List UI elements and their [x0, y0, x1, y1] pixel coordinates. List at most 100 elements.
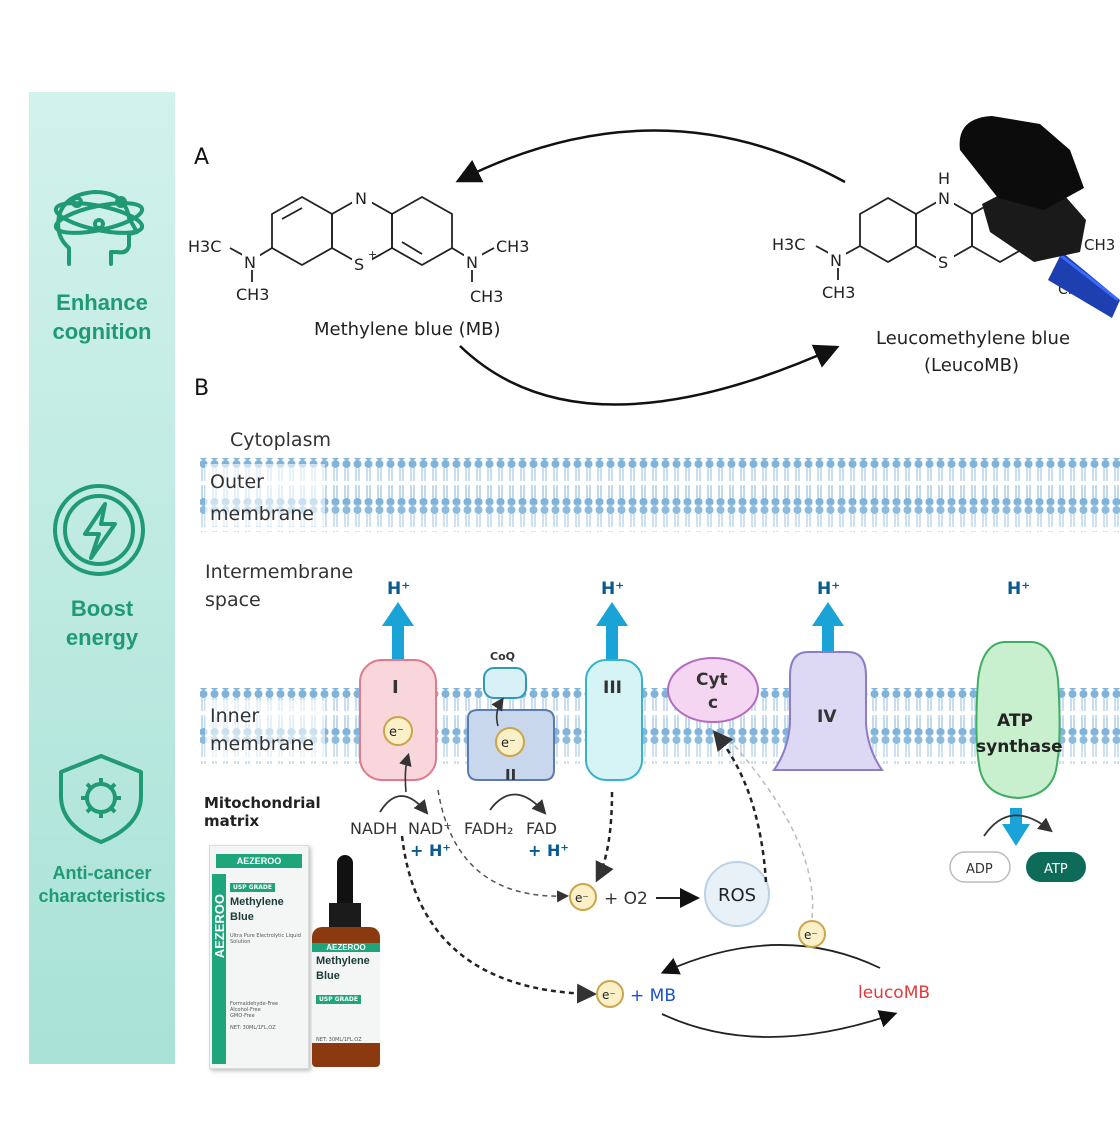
atp-synthase-label-2: synthase: [976, 737, 1063, 757]
hplus-label-iii: H⁺: [601, 579, 624, 599]
mb-name: Methylene blue (MB): [314, 319, 501, 340]
electron-i-label: e⁻: [389, 725, 404, 740]
box-claim-1: Formaldehyde-Free: [230, 1001, 279, 1007]
nad-plus-h: + H⁺: [410, 841, 451, 860]
box-name-1: Methylene: [230, 896, 284, 908]
leuco-h-atom: H: [938, 169, 950, 188]
box-volume: NET: 30ML/1FL.OZ: [230, 1025, 276, 1031]
electron-i: [383, 716, 413, 746]
head-brain-icon: [53, 190, 145, 266]
mb-left-n: N: [244, 253, 256, 272]
product-image: AEZEROO AEZEROO USP GRADE Methylene Blue…: [205, 845, 385, 1075]
box-claim-2: Alcohol-Free: [230, 1007, 261, 1013]
cytoplasm-label: Cytoplasm: [230, 429, 331, 451]
outer-membrane-label-1: Outer: [210, 471, 264, 493]
coq-label: CoQ: [490, 650, 515, 663]
bottle-name-1: Methylene: [316, 955, 370, 967]
panel-b-label: B: [194, 376, 209, 401]
cyt-c-label-1: Cyt: [696, 670, 728, 690]
feature-energy: Boost energy: [29, 484, 175, 652]
box-subtitle: Ultra Pure Electrolytic Liquid Solution: [230, 933, 301, 945]
feature-sidebar: Enhance cognition Boost energy Anti-canc…: [29, 92, 175, 1064]
leuco-right-ch3-top: CH3: [1084, 236, 1115, 254]
bottle-brand: AEZEROO: [312, 943, 380, 952]
fad-plus-h: + H⁺: [528, 841, 569, 860]
mb-n-atom: N: [355, 189, 367, 208]
outer-membrane-label-2: membrane: [210, 503, 314, 525]
complex-iv: [772, 651, 884, 771]
inner-membrane-label-2: membrane: [210, 733, 314, 755]
nadh-label: NADH: [350, 819, 397, 838]
feature-label: Anti-cancer characteristics: [38, 863, 166, 906]
box-name-2: Blue: [230, 911, 254, 923]
box-grade: USP GRADE: [230, 883, 275, 892]
electron-leucomb-label: e⁻: [804, 928, 818, 942]
complex-iii-label: III: [603, 678, 622, 698]
ros-label: ROS: [718, 885, 756, 906]
leuco-name-line1: Leucomethylene blue: [876, 328, 1070, 349]
product-box: AEZEROO AEZEROO USP GRADE Methylene Blue…: [209, 845, 309, 1069]
mb-s-atom: S: [354, 255, 364, 274]
complex-i-label: I: [392, 677, 399, 698]
adp-pill: [949, 851, 1011, 883]
leuco-s-atom: S: [938, 253, 948, 272]
bottle-grade: USP GRADE: [316, 995, 361, 1004]
coq: [483, 667, 527, 699]
bottle-name-2: Blue: [316, 970, 340, 982]
atp-synthase: [975, 641, 1061, 800]
complex-iv-label: IV: [817, 707, 837, 727]
mb-right-ch3-top: CH3: [496, 237, 529, 256]
leuco-left-ch3: CH3: [822, 283, 855, 302]
atp-label: ATP: [1044, 862, 1068, 877]
nad-label: NAD⁺: [408, 819, 452, 838]
lightning-energy-icon: [53, 484, 145, 576]
arrow-mb-to-leuco: [459, 344, 840, 406]
dropper-image: [959, 116, 1120, 318]
box-brand: AEZEROO: [216, 854, 302, 868]
box-claim-3: GMO-Free: [230, 1013, 255, 1019]
proton-arrows: [382, 602, 844, 665]
ros-circle: [704, 861, 770, 927]
complex-ii-label: II: [505, 766, 516, 784]
inner-membrane-bottom-layer: [200, 718, 1120, 764]
mb-s-charge: +: [368, 248, 377, 261]
intermembrane-label-2: space: [205, 589, 261, 611]
feature-label: Enhance cognition: [52, 290, 152, 344]
leuco-left-h3c: H3C: [772, 235, 805, 254]
cytochrome-c: [667, 657, 759, 723]
complex-iii: [585, 659, 643, 781]
atp-pill: [1026, 852, 1086, 882]
leucomb-label: leucoMB: [858, 983, 930, 1003]
panel-a-label: A: [194, 145, 209, 170]
mb-right-n: N: [466, 253, 478, 272]
electron-ros-label: e⁻: [575, 891, 589, 905]
adp-label: ADP: [966, 862, 993, 877]
mb-left-ch3: CH3: [236, 285, 269, 304]
inner-membrane-label-1: Inner: [210, 705, 259, 727]
electron-leucomb: [798, 920, 826, 948]
matrix-label-2: matrix: [204, 812, 259, 830]
leuco-n-atom: N: [938, 189, 950, 208]
fad-label: FAD: [526, 819, 557, 838]
o2-label: + O2: [604, 889, 648, 909]
hplus-label-i: H⁺: [387, 579, 410, 599]
outer-membrane-bottom-layer: [200, 486, 1120, 532]
electron-mb-label: e⁻: [602, 988, 616, 1002]
atp-synthase-label-1: ATP: [997, 711, 1033, 731]
mb-right-ch3-bottom: CH3: [470, 287, 503, 306]
fadh2-label: FADH₂: [464, 819, 513, 838]
feature-label: Boost energy: [65, 596, 139, 650]
cyt-c-label-2: c: [708, 693, 718, 713]
mb-label-b: + MB: [630, 986, 676, 1006]
leuco-name-line2: (LeucoMB): [924, 355, 1019, 376]
electron-ros: [569, 883, 597, 911]
feature-cognition: Enhance cognition: [29, 184, 175, 346]
electron-ii-label: e⁻: [501, 736, 516, 751]
box-side-brand: AEZEROO: [212, 894, 227, 959]
bottle-volume: NET: 30ML/1FL.OZ: [316, 1037, 362, 1043]
feature-anticancer: Anti-cancer characteristics: [29, 752, 175, 908]
mb-left-h3c: H3C: [188, 237, 221, 256]
leuco-left-n: N: [830, 251, 842, 270]
shield-virus-icon: [59, 754, 143, 844]
